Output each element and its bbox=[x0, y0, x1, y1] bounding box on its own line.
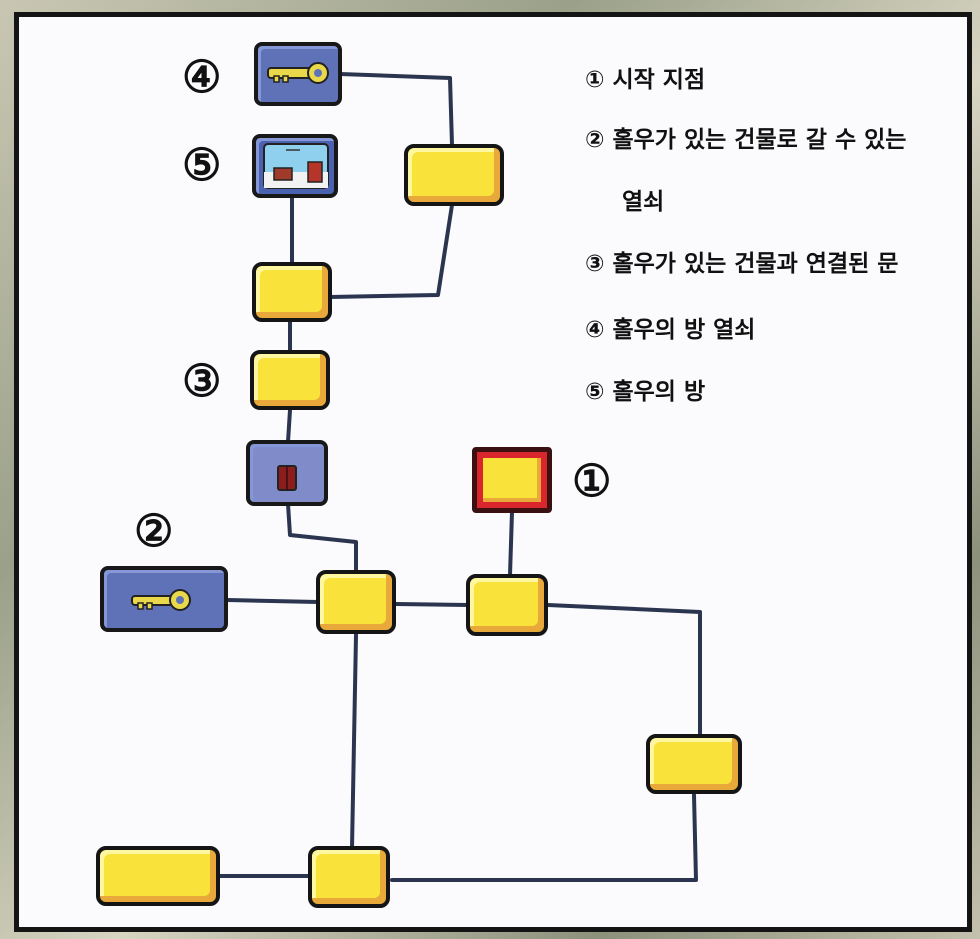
room-bottom-left bbox=[96, 846, 220, 906]
marker-5: ⑤ bbox=[182, 140, 222, 191]
path-center-to-room bbox=[394, 602, 470, 607]
key-icon bbox=[131, 589, 191, 611]
marker-4: ④ bbox=[182, 52, 222, 103]
room-upper-right bbox=[404, 144, 504, 206]
key-icon bbox=[267, 62, 329, 84]
marker-3: ③ bbox=[182, 356, 222, 407]
room-right bbox=[646, 734, 742, 794]
room-picture-icon bbox=[263, 143, 329, 189]
marker-1: ① bbox=[572, 456, 612, 507]
marker-2: ② bbox=[134, 506, 174, 557]
path-door-to-center bbox=[286, 502, 358, 572]
room-start bbox=[472, 447, 552, 513]
path-key4-to-room bbox=[338, 72, 454, 147]
legend-item-2-cont: 열쇠 bbox=[622, 189, 665, 215]
tile-door-3 bbox=[246, 440, 328, 506]
tile-key-4 bbox=[254, 42, 342, 106]
path-center-down bbox=[350, 633, 358, 850]
path-key2-to-center bbox=[226, 598, 320, 604]
legend-item-3: ③ 홀우가 있는 건물과 연결된 문 bbox=[585, 251, 899, 277]
tile-key-2 bbox=[100, 566, 228, 632]
path-right-loop bbox=[546, 603, 702, 736]
room-start-adjacent bbox=[466, 574, 548, 636]
room-a bbox=[252, 262, 332, 322]
legend-item-5: ⑤ 홀우의 방 bbox=[585, 379, 706, 405]
path-room-to-roomA bbox=[328, 203, 454, 299]
legend-item-2: ② 홀우가 있는 건물로 갈 수 있는 bbox=[585, 127, 907, 153]
legend-item-1: ① 시작 지점 bbox=[585, 67, 706, 93]
door-icon bbox=[277, 465, 297, 491]
path-roomB-to-door bbox=[286, 408, 292, 444]
legend-item-4: ④ 홀우의 방 열쇠 bbox=[585, 317, 756, 343]
room-center bbox=[316, 570, 396, 634]
room-b bbox=[250, 350, 330, 410]
path-right-down bbox=[390, 793, 698, 882]
path-start-to-room bbox=[508, 510, 514, 577]
tile-room-5 bbox=[252, 134, 338, 198]
room-bottom-center bbox=[308, 846, 390, 908]
